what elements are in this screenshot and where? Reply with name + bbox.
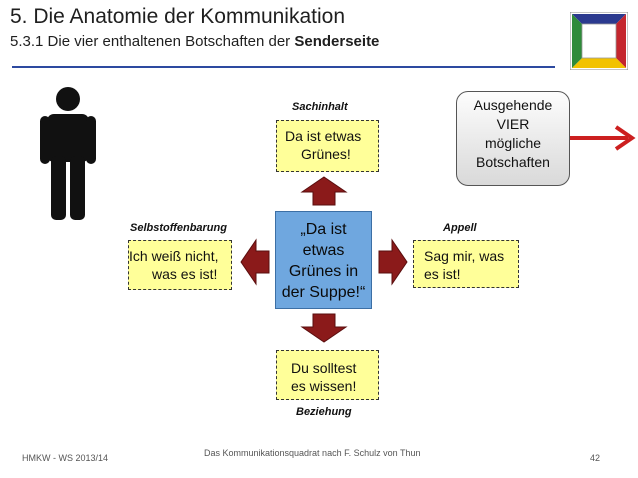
- slide-title: 5. Die Anatomie der Kommunikation: [10, 5, 346, 28]
- arrow-left-icon: [240, 238, 270, 286]
- sachinhalt-box: Da ist etwas Grünes!: [276, 120, 379, 172]
- title-rule: [12, 66, 555, 68]
- arrow-up-icon: [300, 176, 348, 206]
- beziehung-box: Du solltest es wissen!: [276, 350, 379, 400]
- arrow-right-block-icon: [378, 238, 408, 286]
- label-appell: Appell: [443, 222, 477, 234]
- subtitle-bold: Senderseite: [294, 33, 380, 50]
- sachinhalt-line: Grünes!: [301, 146, 351, 162]
- beziehung-line: es wissen!: [291, 378, 357, 394]
- center-line: „Da ist: [300, 221, 347, 238]
- slide-subtitle: 5.3.1 Die vier enthaltenen Botschaften d…: [10, 33, 379, 50]
- person-icon: [40, 87, 96, 220]
- outgoing-line: mögliche: [484, 135, 542, 151]
- subtitle-prefix: 5.3.1 Die vier enthaltenen Botschaften d…: [10, 33, 295, 50]
- arrow-right-icon: [570, 125, 636, 151]
- outgoing-line: Botschaften: [476, 154, 550, 170]
- center-line: etwas: [302, 242, 345, 259]
- appell-line: Sag mir, was: [424, 248, 505, 264]
- center-message-box: „Da ist etwas Grünes in der Suppe!“: [275, 211, 372, 309]
- center-line: der Suppe!“: [281, 284, 366, 301]
- selbstoffenbarung-box: Ich weiß nicht, was es ist!: [128, 240, 232, 290]
- center-line: Grünes in: [288, 263, 359, 280]
- footer-left: HMKW - WS 2013/14: [22, 453, 109, 463]
- selbstoffenbarung-line: Ich weiß nicht,: [129, 248, 219, 264]
- label-beziehung: Beziehung: [296, 406, 352, 418]
- beziehung-line: Du solltest: [291, 360, 357, 376]
- footer-center: Das Kommunikationsquadrat nach F. Schulz…: [204, 448, 421, 458]
- outgoing-messages-box: Ausgehende VIER mögliche Botschaften: [456, 91, 570, 186]
- appell-box: Sag mir, was es ist!: [413, 240, 519, 288]
- outgoing-line: VIER: [496, 116, 530, 132]
- label-selbstoffenbarung: Selbstoffenbarung: [130, 222, 227, 234]
- arrow-down-icon: [300, 313, 348, 343]
- selbstoffenbarung-line: was es ist!: [152, 266, 218, 282]
- sachinhalt-line: Da ist etwas: [285, 128, 362, 144]
- square-logo-icon: [570, 12, 628, 70]
- appell-line: es ist!: [424, 266, 461, 282]
- outgoing-line: Ausgehende: [473, 97, 553, 113]
- label-sachinhalt: Sachinhalt: [292, 101, 348, 113]
- page-number: 42: [590, 453, 601, 463]
